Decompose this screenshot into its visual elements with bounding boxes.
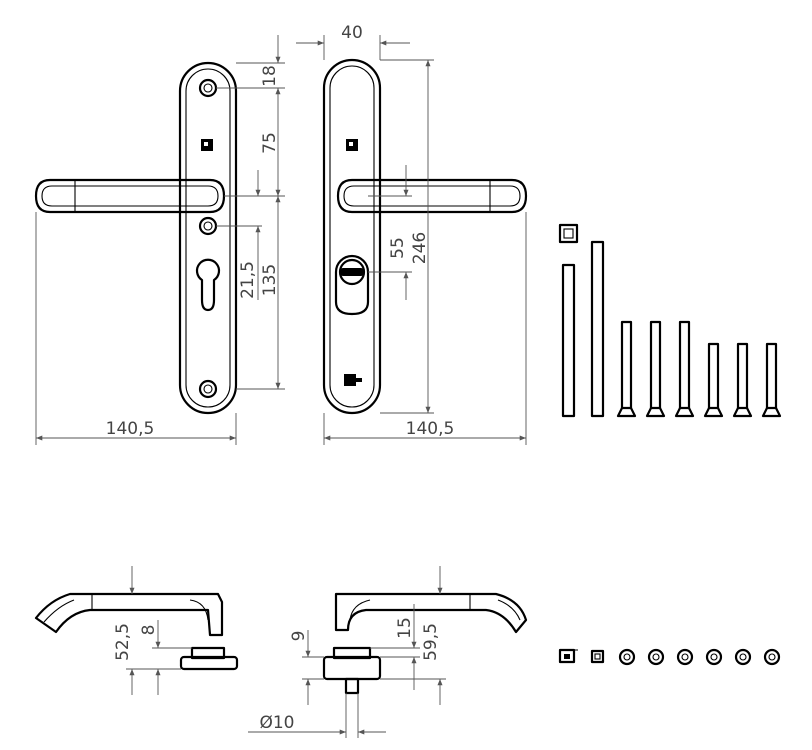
screw-short-1	[703, 342, 724, 418]
front-lever	[34, 178, 226, 214]
screw-end-4	[705, 648, 723, 666]
back-lever	[336, 178, 528, 214]
screw-short-2	[732, 342, 753, 418]
back-key-icon	[344, 374, 362, 386]
spindle-long	[590, 240, 605, 418]
side-view-right: 9 15 59,5 Ø10	[248, 566, 528, 738]
screw-short-3	[761, 342, 782, 418]
dim-back-plate-height: 246	[410, 232, 430, 264]
back-thumb-turn	[334, 254, 370, 316]
dim-front-lever-to-cylinder: 135	[260, 264, 280, 296]
dim-side-right-rose: 9	[289, 631, 309, 642]
side-view-left: 52,5 8	[34, 566, 239, 695]
spindle-end-small	[558, 648, 578, 664]
dim-side-left-rose: 8	[139, 625, 159, 636]
spindle-short	[561, 263, 576, 418]
screw-end-1	[618, 648, 636, 666]
dim-side-right-height: 59,5	[421, 623, 441, 661]
screw-long-3	[674, 320, 695, 418]
front-keyhole	[195, 258, 221, 312]
front-middle-screw	[198, 216, 218, 236]
side-right-spindle	[344, 677, 360, 695]
dim-back-plate-width: 40	[341, 23, 363, 43]
screw-end-5	[734, 648, 752, 666]
spindle-end-square	[590, 649, 605, 664]
spindle-end-view	[558, 223, 579, 244]
back-view: 40 55 246 140,5	[296, 23, 528, 445]
front-backplate	[178, 61, 238, 415]
back-backplate	[322, 58, 382, 415]
side-left-lever	[34, 592, 224, 637]
front-bottom-screw	[198, 379, 218, 399]
side-right-rose	[322, 655, 382, 681]
dim-side-right-diameter: Ø10	[259, 713, 294, 733]
dim-back-spindle-to-cylinder: 55	[388, 237, 408, 259]
screw-end-6	[763, 648, 781, 666]
dim-back-width: 140,5	[406, 419, 455, 439]
screw-long-2	[645, 320, 666, 418]
dim-side-left-height: 52,5	[113, 623, 133, 661]
screw-end-2	[647, 648, 665, 666]
fittings-set	[558, 223, 782, 418]
dim-front-top-offset: 18	[260, 65, 280, 87]
screw-long-1	[616, 320, 637, 418]
dim-side-right-offset: 15	[395, 617, 415, 639]
screw-end-3	[676, 648, 694, 666]
front-lock-icon	[201, 139, 213, 151]
dim-front-screw-to-lever: 75	[260, 132, 280, 154]
small-parts-end-views	[558, 648, 781, 666]
front-view: 18 75 21,5 135 140,5	[34, 35, 285, 445]
back-lock-icon	[346, 139, 358, 151]
front-top-screw	[198, 78, 218, 98]
dim-front-hole-spacing: 21,5	[238, 261, 258, 299]
dim-front-width: 140,5	[106, 419, 155, 439]
